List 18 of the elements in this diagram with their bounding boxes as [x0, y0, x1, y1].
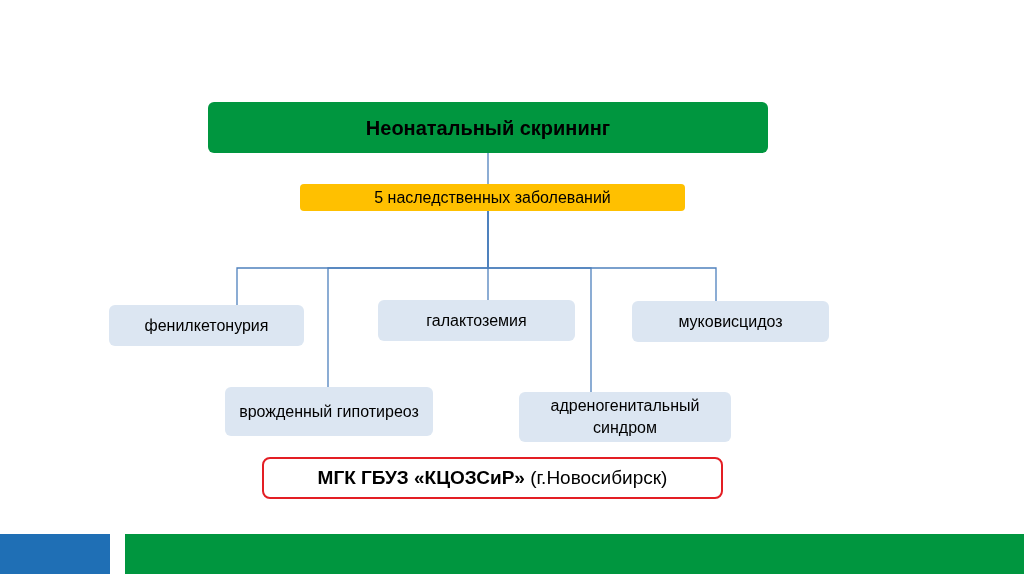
disease-box [109, 305, 304, 346]
disease-box [519, 392, 731, 442]
node-label: МГК ГБУЗ «КЦОЗСиР» (г.Новосибирск) [317, 465, 668, 490]
connector-line [487, 152, 489, 185]
category-box [300, 184, 685, 211]
node-label: фенилкетонурия [144, 315, 269, 336]
node-label: галактоземия [426, 310, 527, 331]
disease-box [632, 301, 829, 342]
node-label: адреногенитальный синдром [549, 396, 701, 438]
node-label: муковисцидоз [678, 311, 783, 332]
disease-box [378, 300, 575, 341]
connector-line [487, 210, 717, 302]
institution-box [262, 457, 723, 499]
node-label: Неонатальный скрининг [365, 115, 611, 141]
title-box [208, 102, 768, 153]
disease-box [225, 387, 433, 436]
node-label: врожденный гипотиреоз [239, 401, 419, 422]
node-label: 5 наследственных заболеваний [374, 187, 611, 208]
